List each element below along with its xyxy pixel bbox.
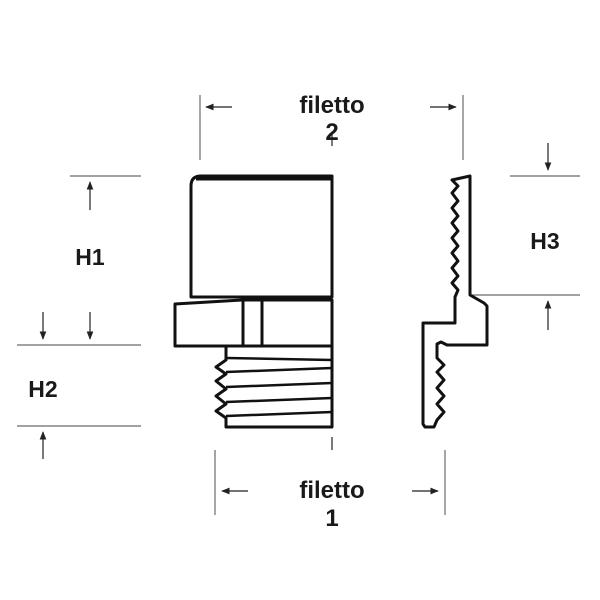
- dimension-h3: H3: [472, 143, 580, 330]
- filetto-2-number: 2: [325, 119, 338, 146]
- h2-label: H2: [28, 376, 57, 402]
- dimension-h1-h2: H1 H2: [17, 175, 141, 459]
- h1-label: H1: [75, 244, 105, 270]
- filetto-2-label: filetto: [299, 92, 364, 119]
- h3-label: H3: [530, 228, 559, 254]
- fitting-side-view: [173, 174, 334, 429]
- fitting-section-profile: [421, 174, 489, 429]
- filetto-1-number: 1: [325, 505, 338, 532]
- filetto-1-label: filetto: [299, 477, 364, 504]
- dimension-filetto-2: filetto 2: [199, 92, 464, 160]
- dimension-filetto-1: filetto 1: [214, 437, 446, 532]
